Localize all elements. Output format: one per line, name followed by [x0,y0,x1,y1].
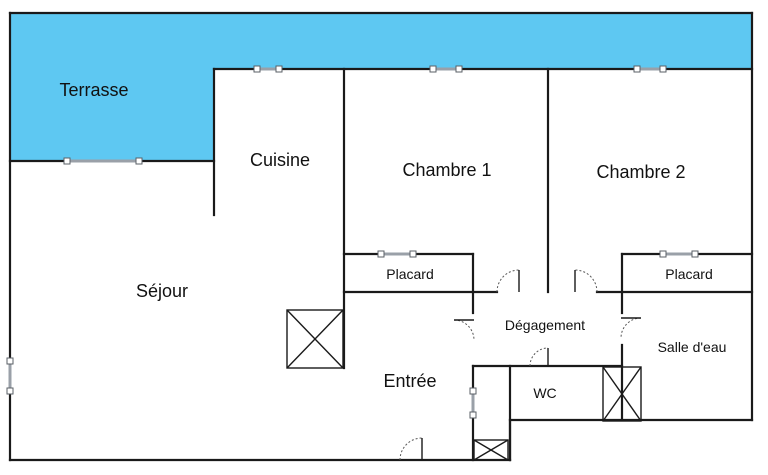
room-label-terrasse: Terrasse [59,80,128,100]
room-label-placard-right: Placard [665,266,712,282]
room-label-entree: Entrée [383,371,436,391]
room-label-chambre-1: Chambre 1 [402,160,491,180]
ventilation-shaft-right [602,366,642,422]
doors [399,269,642,461]
room-label-sejour: Séjour [136,281,188,301]
sliding-door-closet-right [659,250,699,258]
room-label-placard-left: Placard [386,266,433,282]
window-living-room-left [6,357,14,395]
ventilation-shaft-left [286,309,344,369]
room-label-cuisine: Cuisine [250,150,310,170]
window-kitchen [253,65,283,73]
window-bedroom-1 [429,65,463,73]
window-bedroom-2 [633,65,667,73]
entry-small-door [469,387,477,419]
room-label-wc: WC [533,385,556,401]
room-label-salle-eau: Salle d'eau [658,339,727,355]
sliding-door-closet-left [377,250,417,258]
ventilation-shaft-small [473,439,509,461]
window-living-room-top [63,157,143,165]
room-label-chambre-2: Chambre 2 [596,162,685,182]
room-label-degagement: Dégagement [505,317,585,333]
terrace-area [10,13,752,161]
